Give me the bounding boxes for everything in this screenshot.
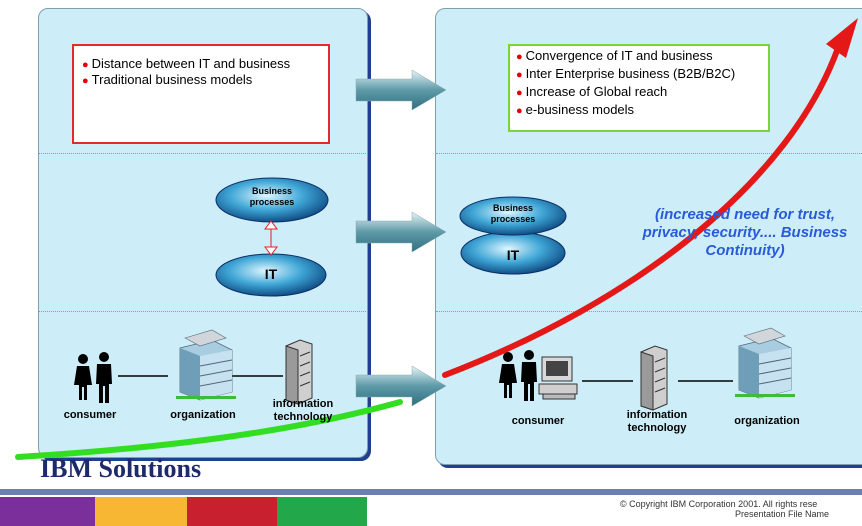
left-divider-1 [39, 153, 366, 154]
right-bullet-1: ●Convergence of IT and business [516, 48, 713, 63]
transition-arrow-middle [355, 211, 447, 253]
right-organization-label: organization [734, 415, 800, 427]
stripe-purple [0, 497, 95, 526]
left-divider-2 [39, 311, 366, 312]
transition-arrow-bottom [355, 365, 447, 407]
right-bullet-box [508, 44, 770, 132]
computer-icon [538, 356, 578, 400]
footer-gradient-bar [0, 489, 862, 495]
left-double-arrow-icon [264, 220, 278, 256]
left-bullet-box [72, 44, 330, 144]
left-bullet-1: ●Distance between IT and business [82, 56, 291, 71]
bullet-dot-icon: ● [82, 75, 89, 87]
file-name-text: Presentation File Name [735, 509, 830, 519]
right-divider-2 [436, 311, 862, 312]
right-bullet-2: ●Inter Enterprise business (B2B/B2C) [516, 66, 736, 81]
growth-arrowhead-icon [826, 18, 858, 58]
bullet-dot-icon: ● [516, 69, 523, 81]
footer-title: IBM Solutions [40, 454, 202, 483]
growth-curve-red [442, 45, 841, 378]
stripe-green [277, 497, 367, 526]
right-server-icon [640, 345, 668, 411]
right-divider-1 [436, 153, 862, 154]
bullet-dot-icon: ● [82, 59, 89, 71]
bullet-dot-icon: ● [516, 87, 523, 99]
copyright-text: © Copyright IBM Corporation 2001. All ri… [620, 499, 818, 509]
bullet-dot-icon: ● [516, 105, 523, 117]
trust-callout: (increased need for trust, privacy, secu… [642, 206, 848, 259]
right-it-label: IT [506, 247, 520, 263]
left-server-icon [285, 339, 313, 405]
growth-curve-green [15, 399, 403, 460]
bullet-dot-icon: ● [516, 51, 523, 63]
right-consumer-label: consumer [511, 415, 565, 427]
right-business-ellipse [459, 196, 567, 236]
left-consumer-icon [74, 352, 112, 403]
left-consumer-label: consumer [63, 409, 117, 421]
right-organization-icon [735, 327, 795, 399]
right-bullet-4: ●e-business models [516, 102, 635, 117]
left-it-label: IT [264, 266, 278, 282]
right-consumer-icon [499, 350, 537, 401]
left-bullet-2: ●Traditional business models [82, 72, 253, 87]
right-bullet-3: ●Increase of Global reach [516, 84, 668, 99]
stripe-yellow [95, 497, 187, 526]
stripe-red [187, 497, 277, 526]
transition-arrow-top [355, 69, 447, 111]
left-organization-icon [176, 329, 236, 401]
left-organization-label: organization [170, 409, 236, 421]
